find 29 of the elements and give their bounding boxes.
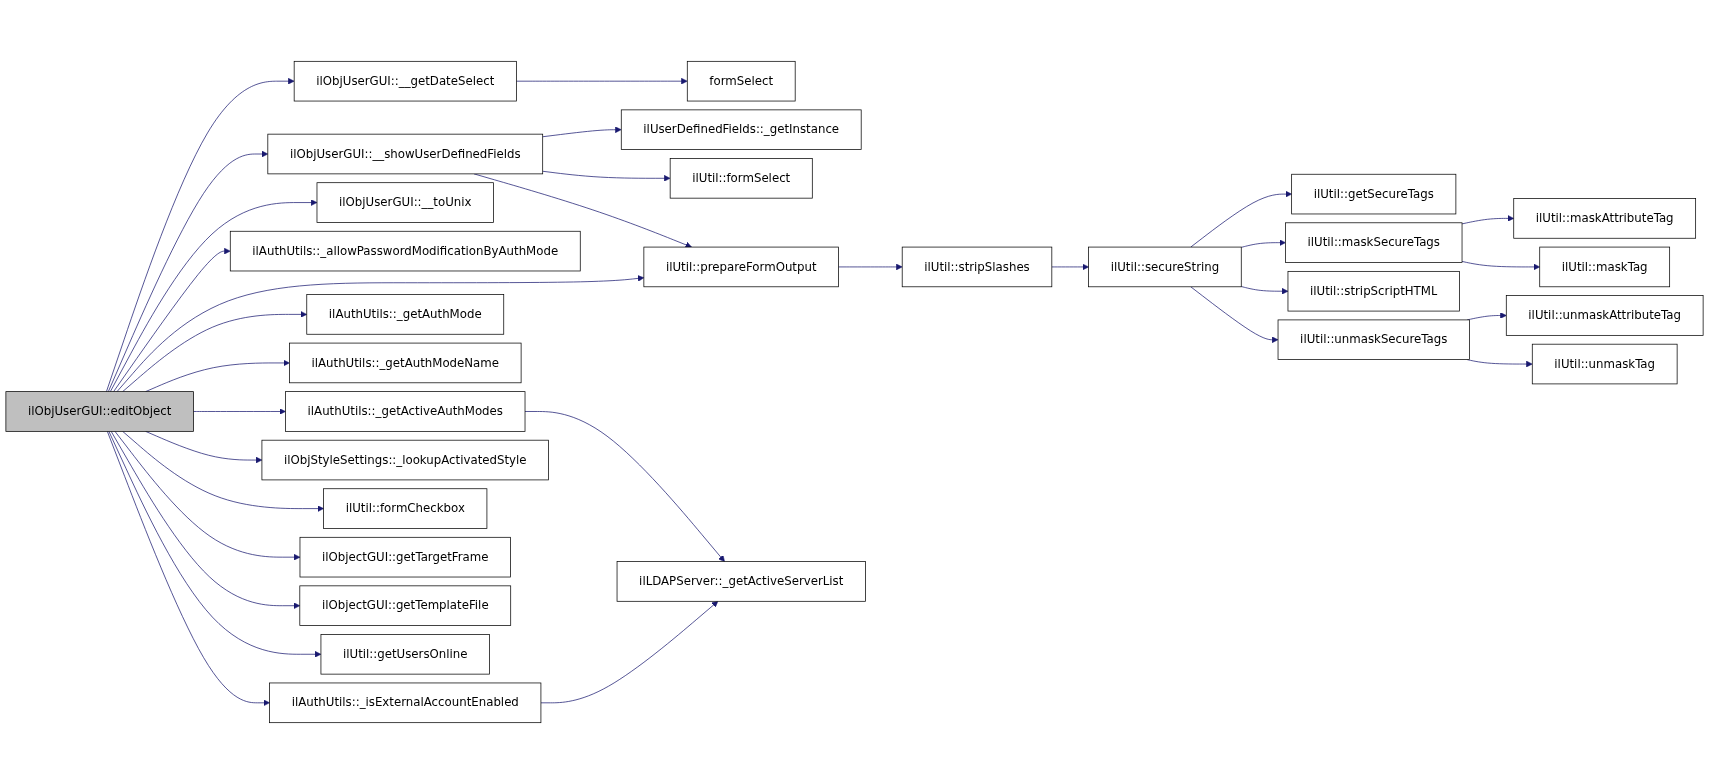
node-box: ilUtil::maskAttributeTag (1513, 198, 1696, 239)
node-box: ilUtil::getUsersOnline (320, 634, 490, 675)
node-box: ilUtil::prepareFormOutput (643, 246, 839, 288)
node-box: ilAuthUtils::_getActiveAuthModes (285, 391, 526, 432)
node-box: ilUtil::stripSlashes (901, 246, 1053, 288)
node-box: ilAuthUtils::_allowPasswordModificationByAuthMode (229, 230, 581, 272)
node-box: formSelect (686, 60, 796, 102)
node-box: ilUtil::maskTag (1539, 246, 1671, 288)
node-box: ilAuthUtils::_isExternalAccountEnabled (269, 682, 542, 724)
node-box: ilObjectGUI::getTemplateFile (299, 585, 512, 626)
node-box: ilUtil::maskSecureTags (1285, 222, 1463, 263)
node-box: ilObjectGUI::getTargetFrame (299, 536, 511, 578)
node-box: ilAuthUtils::_getAuthModeName (289, 342, 522, 384)
node-box: ilObjUserGUI::__getDateSelect (293, 60, 517, 102)
node-box: ilLDAPServer::_getActiveServerList (616, 561, 866, 602)
node-box: ilUtil::unmaskTag (1531, 343, 1678, 385)
node-box: ilUtil::stripScriptHTML (1287, 271, 1460, 312)
node-box: ilUtil::unmaskAttributeTag (1505, 295, 1704, 336)
node-box: ilUtil::secureString (1088, 246, 1242, 288)
node-box: ilUtil::unmaskSecureTags (1277, 319, 1470, 360)
node-box: ilUtil::formSelect (669, 158, 813, 199)
node-box: ilUtil::formCheckbox (323, 488, 488, 529)
node-box: ilObjStyleSettings::_lookupActivatedStyle (261, 439, 549, 481)
node-box: ilUserDefinedFields::_getInstance (620, 109, 862, 150)
node-box: ilObjUserGUI::__showUserDefinedFields (267, 133, 544, 175)
node-box: ilObjUserGUI::__toUnix (316, 182, 494, 223)
node-box: ilUtil::getSecureTags (1291, 173, 1457, 215)
node-box: ilObjUserGUI::editObject (5, 391, 194, 432)
node-box: ilAuthUtils::_getAuthMode (306, 294, 505, 335)
